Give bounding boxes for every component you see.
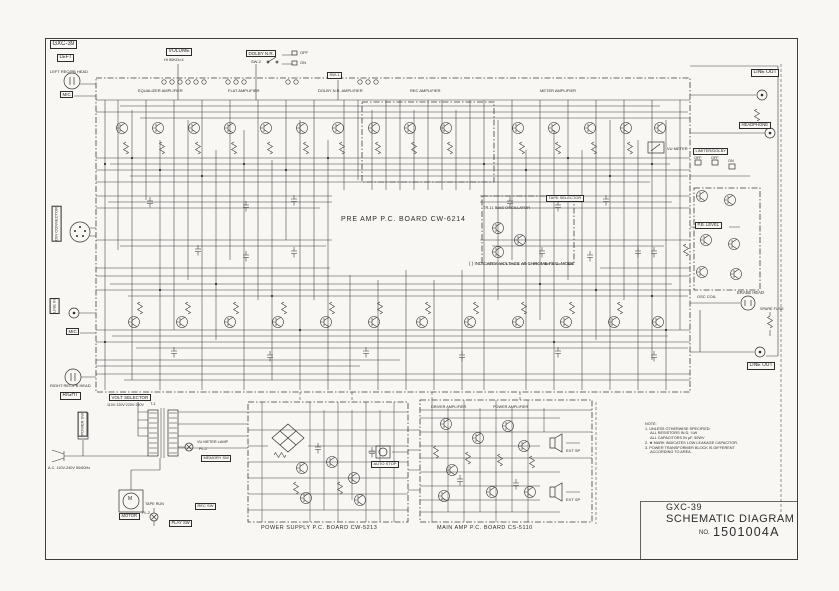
spare-fuse-symbol	[767, 315, 773, 329]
auto-stop-label: AUTO STOP	[371, 461, 399, 468]
pl1-lamp-symbol	[184, 442, 194, 452]
line-out-jack	[756, 89, 768, 101]
wiring-vertical	[104, 100, 681, 390]
power-board-caption: POWER SUPPLY P.C. BOARD CW-5213	[261, 525, 378, 531]
bias-osc-label: TR-11 BIAS OSCILLATOR	[483, 205, 531, 210]
sheet-border	[45, 38, 798, 560]
stage-caption: EQUALIZER AMPLIFIER	[138, 88, 183, 93]
mic-jack-label-top: MIC	[60, 91, 74, 99]
memory-switch-label: MEMORY SW	[201, 455, 232, 462]
title-number: 1501004A	[713, 525, 780, 539]
stage-caption: FLAT AMPLIFIER	[228, 88, 260, 93]
note-line: ACCORDING TO AREA.	[645, 450, 692, 455]
title-model: GXC-39	[666, 502, 703, 512]
pb-level-label: P.B. LEVEL	[695, 222, 722, 229]
ext-sp-bottom-label: EXT SP	[566, 497, 581, 502]
preamp-board-caption: PRE AMP P.C. BOARD CW-6214	[341, 216, 466, 223]
volume-label: VOLUME	[166, 48, 193, 56]
play-switch-label: PLAY SW	[169, 520, 193, 527]
volume-sub-label: Hi 50KΩ×4	[164, 57, 184, 62]
left-channel-tag: LEFT	[57, 54, 75, 62]
stage-caption: METER AMPLIFIER	[540, 88, 577, 93]
spare-fuse-label: SPARE FUSE	[760, 307, 784, 311]
title-no-prefix: NO.	[699, 530, 710, 536]
din-connector-symbol	[69, 221, 91, 243]
motor-label: MOTOR	[119, 513, 140, 520]
osc-coil-label: OSC COIL	[697, 294, 717, 299]
mainamp-board-caption: MAIN AMP P.C. BOARD CS-5110	[437, 525, 533, 531]
dolby-on-label: ON	[300, 60, 306, 65]
limiter-pos-off2: OFF	[711, 156, 719, 160]
volt-positions-label: 110V·120V·220V·240V	[107, 403, 144, 407]
limiter-pos-on: ON	[728, 159, 734, 163]
vu-meter-symbol	[647, 141, 665, 154]
title-name: SCHEMATIC DIAGRAM	[666, 513, 795, 525]
notes-block: NOTE: 1. UNLESS OTHERWISE SPECIFIED: ALL…	[645, 422, 785, 455]
headphone-jack	[764, 127, 776, 139]
wiring-horizontal	[96, 99, 690, 381]
motor-symbol	[122, 492, 140, 510]
chrome-voltage-note: ( ) INDICATES VOLTAGE AT CHROME REC. MOD…	[469, 261, 575, 266]
power-amp-caption: POWER AMPLIFIER	[493, 405, 529, 409]
vu-meter-label: VU METER	[667, 146, 688, 151]
line-out-bottom-label: LINE OUT	[747, 362, 776, 370]
notes-heading: NOTE:	[645, 422, 657, 426]
line-in-label: LINE IN	[50, 298, 60, 315]
bridge-rectifier-symbol	[271, 423, 305, 453]
tape-run-label: TAPE RUN	[145, 502, 164, 506]
volt-selector-label: VOLT SELECTOR	[109, 394, 151, 402]
note-line: ALL RESISTORS IN Ω, ¼W	[645, 431, 698, 436]
rec-switch-label: REC SW	[195, 503, 216, 510]
sw1-label: SW-1	[327, 72, 342, 79]
dashed-interconnects	[299, 64, 782, 524]
mic-jack-label-bottom: MIC	[66, 328, 80, 336]
right-channel-tag: RIGHT	[60, 392, 81, 400]
headphone-label: HEADPHONE	[739, 122, 771, 129]
ac-rating-label: A.C. 110V-240V 50/60Hz	[48, 466, 91, 470]
vu-lamp-label: VU METER LAMP	[197, 440, 229, 444]
peripheral-wiring	[51, 54, 779, 526]
transformer-label: T-1	[150, 401, 156, 406]
note-line: ALL CAPACITORS IN µF, 50WV	[645, 436, 705, 441]
erase-head-label: ERASE HEAD	[737, 290, 764, 295]
power-section-symbols	[77, 408, 391, 522]
note-line: 1. UNLESS OTHERWISE SPECIFIED:	[645, 426, 711, 431]
left-head-label: LEFT REC/PB HEAD	[50, 69, 88, 74]
connector-symbols	[63, 50, 776, 386]
switch-contact-terminals	[161, 79, 379, 85]
tape-selector-label: TAPE SELECTOR	[546, 195, 584, 202]
note-line: 2. ★ MARK INDICATES LOW LEAKAGE CAPACITO…	[645, 440, 739, 445]
pl2-lamp-symbol	[149, 512, 159, 522]
right-head-label: RIGHT REC/PB HEAD	[50, 383, 91, 388]
erase-head-symbol	[740, 295, 756, 311]
note-line: 3. POWER TRANSFORMER BLOCK IS DIFFERENT	[645, 445, 735, 450]
dolby-nr-label: DOLBY N.R.	[246, 50, 277, 58]
power-switch-label: POWER SW	[78, 412, 88, 437]
din-connector-label: DIN CONNECTOR	[52, 206, 62, 242]
ext-sp-top-label: EXT SP	[566, 448, 581, 453]
line-out-top-label: LINE OUT	[751, 69, 780, 77]
dolby-off-label: OFF	[300, 50, 308, 55]
limiter-pos-off1: OFF	[694, 156, 702, 160]
driver-amp-caption: DRIVER AMPLIFIER	[431, 405, 467, 409]
motor-symbol-letter: M	[128, 496, 133, 502]
pl1-label: PL-1	[199, 447, 208, 451]
pl2-label: PL-2	[142, 511, 151, 515]
auto-stop-solenoid	[375, 445, 391, 459]
frame-model-tag: GXC-39	[50, 40, 77, 49]
junction-dots	[103, 156, 668, 344]
limiter-dolby-label: LIMITER/DOLBY	[693, 148, 729, 155]
stage-caption: DOLBY N.R. AMPLIFIER	[318, 88, 363, 93]
dolby-sub-label: SW-2	[251, 59, 261, 64]
stage-caption: REC AMPLIFIER	[410, 88, 441, 93]
speaker-symbols	[549, 433, 563, 502]
